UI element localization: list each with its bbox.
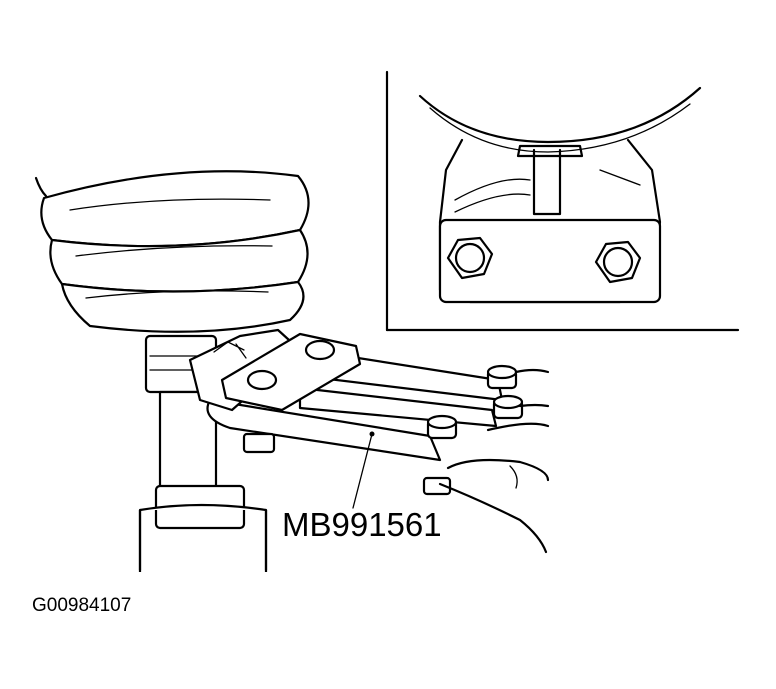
lower-arm-mid <box>518 403 550 408</box>
tool-bolt-2 <box>492 394 524 420</box>
lower-arm-top <box>514 368 550 374</box>
rubber-boot <box>34 170 310 333</box>
boot-shading <box>69 198 273 299</box>
inset-bolt-left <box>446 236 494 280</box>
lower-arm <box>438 368 550 554</box>
tool-lower-nut-left <box>242 432 276 454</box>
tool-lower-nut-right <box>422 476 452 496</box>
special-tool <box>188 328 524 496</box>
inset-clamp-slot <box>532 148 562 216</box>
boot-top-edge <box>34 176 48 198</box>
strut-assembly <box>138 334 268 572</box>
tool-arm-lower <box>206 398 442 462</box>
figure-id-label: G00984107 <box>32 595 132 616</box>
inset-plate <box>438 218 662 304</box>
tool-plate-hole-2 <box>304 339 336 361</box>
tool-bolt-3 <box>426 414 458 440</box>
inset-bolt-right <box>594 240 642 284</box>
tool-part-number-label: MB991561 <box>282 506 442 543</box>
inset-clip <box>516 144 584 158</box>
lower-arm-outline <box>438 422 550 554</box>
tool-plate-hole-1 <box>246 369 278 391</box>
inset-rim-curve <box>418 86 702 144</box>
inset-rim-inner <box>429 103 691 153</box>
tool-bolt-1 <box>486 364 518 390</box>
leader-dot <box>369 431 375 437</box>
inset-detail-view <box>385 70 740 332</box>
leader-line <box>352 433 373 509</box>
inset-bracket-shading <box>454 169 641 213</box>
